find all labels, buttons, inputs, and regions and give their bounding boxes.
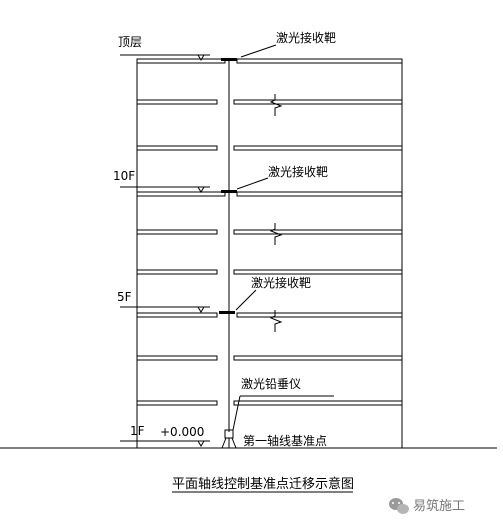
instrument-label: 激光铅垂仪 bbox=[241, 377, 301, 391]
target-label-10f: 激光接收靶 bbox=[268, 164, 328, 179]
baseline-point-label: 第一轴线基准点 bbox=[243, 433, 327, 448]
level-label-top: 顶层 bbox=[118, 35, 142, 49]
laser-plumb-instrument bbox=[221, 429, 237, 449]
target-label-5f: 激光接收靶 bbox=[251, 275, 311, 290]
floor-slabs bbox=[136, 58, 403, 406]
level-label-10f: 10F bbox=[113, 169, 135, 183]
diagram-caption: 平面轴线控制基准点迁移示意图 bbox=[172, 476, 354, 492]
ground-elevation-label: +0.000 bbox=[160, 425, 204, 439]
leader-lines bbox=[232, 44, 334, 431]
laser-target-marks bbox=[219, 58, 237, 314]
break-lines bbox=[269, 94, 283, 332]
level-markers bbox=[120, 54, 210, 447]
target-label-top: 激光接收靶 bbox=[276, 30, 336, 45]
level-label-1f: 1F bbox=[130, 424, 145, 438]
wechat-icon bbox=[389, 498, 409, 514]
watermark-text: 易筑施工 bbox=[413, 498, 465, 514]
level-label-5f: 5F bbox=[117, 290, 132, 304]
